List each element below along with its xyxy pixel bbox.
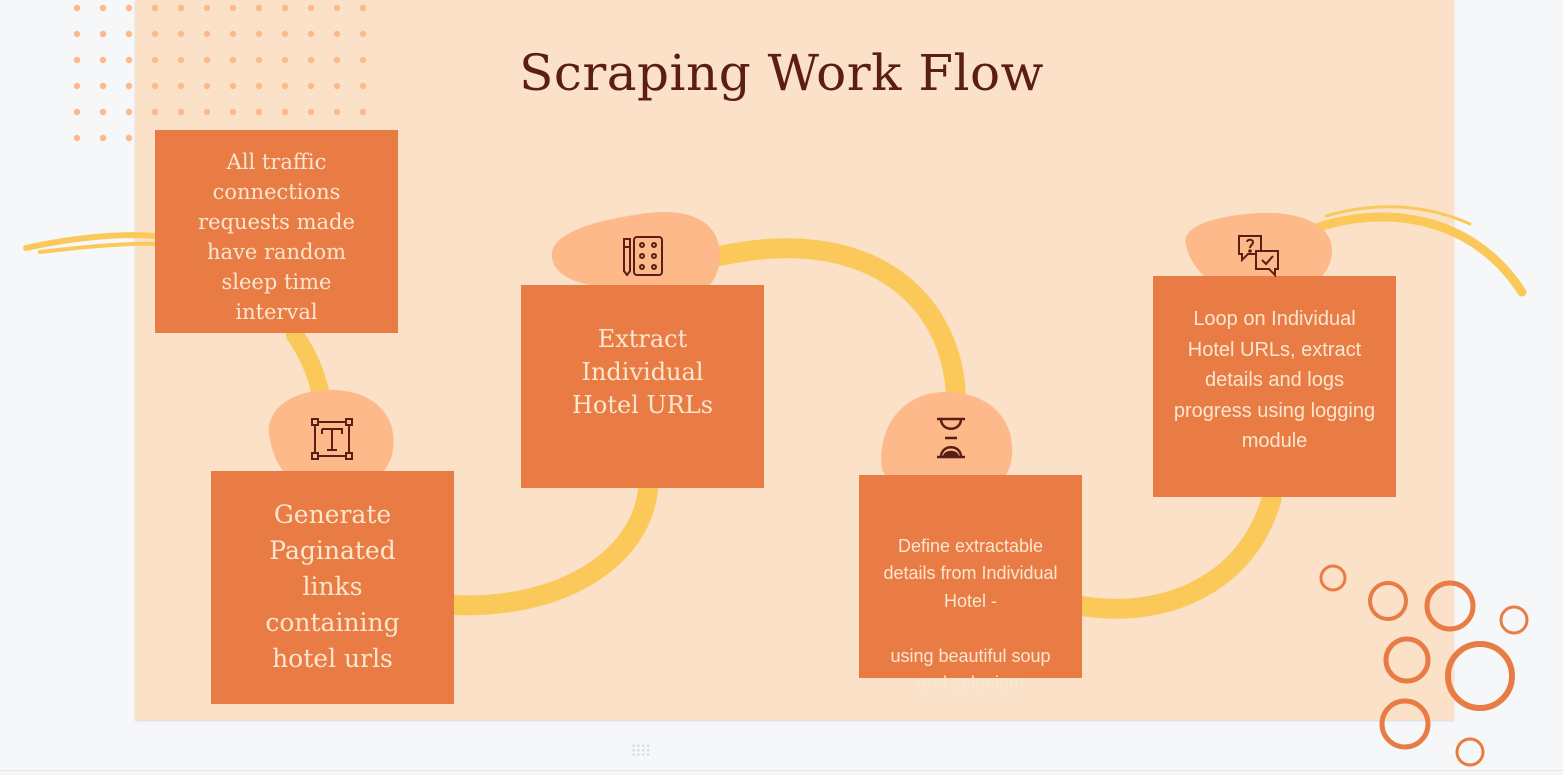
- dot: [229, 4, 237, 12]
- dot: [281, 82, 289, 90]
- dot: [177, 56, 185, 64]
- dot: [255, 4, 263, 12]
- dot: [307, 82, 315, 90]
- dot: [229, 56, 237, 64]
- step-box-define-details: Define extractable details from Individu…: [859, 475, 1082, 693]
- dot: [229, 30, 237, 38]
- dot: [333, 56, 341, 64]
- dot: [255, 30, 263, 38]
- dot: [281, 30, 289, 38]
- dot: [73, 30, 81, 38]
- drag-handle[interactable]: ⠿⠿: [630, 742, 651, 761]
- dot: [151, 108, 159, 116]
- dot: [203, 108, 211, 116]
- dot: [151, 56, 159, 64]
- dot: [333, 30, 341, 38]
- dot: [73, 134, 81, 142]
- dot: [333, 82, 341, 90]
- dot: [151, 4, 159, 12]
- step-text: Define extractable details from Individu…: [883, 535, 1058, 694]
- dot: [333, 4, 341, 12]
- dot: [125, 30, 133, 38]
- slide-title: Scraping Work Flow: [519, 44, 1044, 102]
- step-text: Extract Individual Hotel URLs: [571, 325, 714, 419]
- dot: [359, 30, 367, 38]
- dot: [229, 82, 237, 90]
- step-text: Generate Paginated links containing hote…: [265, 500, 400, 673]
- hourglass-icon: [937, 417, 965, 459]
- dot: [359, 108, 367, 116]
- dot: [281, 56, 289, 64]
- dot: [99, 134, 107, 142]
- dot: [203, 56, 211, 64]
- dot: [177, 82, 185, 90]
- dot: [203, 82, 211, 90]
- dot: [255, 56, 263, 64]
- dot: [125, 4, 133, 12]
- dot: [203, 30, 211, 38]
- dot: [73, 108, 81, 116]
- step-box-random-sleep: All traffic connections requests made ha…: [155, 130, 398, 333]
- dot: [307, 56, 315, 64]
- dot: [177, 108, 185, 116]
- step-text: Loop on Individual Hotel URLs, extract d…: [1173, 308, 1376, 452]
- dot: [125, 108, 133, 116]
- step-box-paginated-links: Generate Paginated links containing hote…: [211, 471, 454, 704]
- dot: [359, 56, 367, 64]
- step-box-loop-urls: Loop on Individual Hotel URLs, extract d…: [1153, 276, 1396, 497]
- circle-decoration: [1319, 564, 1529, 767]
- dot: [99, 4, 107, 12]
- dot: [333, 108, 341, 116]
- dot: [307, 108, 315, 116]
- dot: [255, 108, 263, 116]
- dot: [125, 56, 133, 64]
- step-box-extract-urls: Extract Individual Hotel URLs: [521, 285, 764, 488]
- dot: [151, 82, 159, 90]
- dot: [281, 4, 289, 12]
- dot: [125, 134, 133, 142]
- chat-bubbles-icon: [1238, 235, 1279, 277]
- dot: [359, 4, 367, 12]
- dot: [73, 82, 81, 90]
- dot: [73, 4, 81, 12]
- dot: [307, 30, 315, 38]
- dot: [255, 82, 263, 90]
- text-tool-icon: [311, 418, 353, 460]
- dot: [203, 4, 211, 12]
- dot: [151, 30, 159, 38]
- dot: [73, 56, 81, 64]
- step-text: All traffic connections requests made ha…: [198, 150, 355, 324]
- dot: [177, 30, 185, 38]
- dot: [229, 108, 237, 116]
- dot: [99, 56, 107, 64]
- dot: [359, 82, 367, 90]
- dot: [99, 108, 107, 116]
- dot: [99, 82, 107, 90]
- dot: [125, 82, 133, 90]
- dot: [281, 108, 289, 116]
- dot: [307, 4, 315, 12]
- bottom-divider: [0, 770, 1563, 771]
- palette-icon: [623, 236, 663, 277]
- dot: [177, 4, 185, 12]
- dot: [99, 30, 107, 38]
- dot-grid: [73, 4, 367, 142]
